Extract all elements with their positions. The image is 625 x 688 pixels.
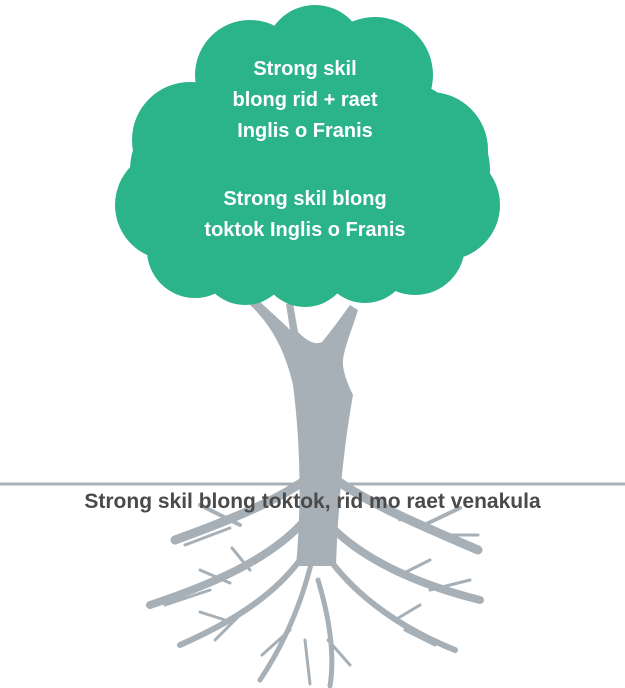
crown-text-reading-writing: Strong skil blong rid + raet Inglis o Fr… [150, 54, 460, 147]
tree-crown [115, 5, 500, 307]
crown-text-line: Strong skil [253, 58, 357, 80]
crown-text-line: blong rid + raet [232, 89, 378, 111]
crown-text-line: Inglis o Franis [237, 120, 373, 142]
crown-text-speaking: Strong skil blong toktok Inglis o Franis [150, 184, 460, 246]
crown-text-line: Strong skil blong [223, 188, 387, 210]
ground-label: Strong skil blong toktok, rid mo raet ve… [84, 490, 541, 513]
crown-text-line: toktok Inglis o Franis [204, 219, 406, 241]
tree-trunk [240, 292, 358, 566]
